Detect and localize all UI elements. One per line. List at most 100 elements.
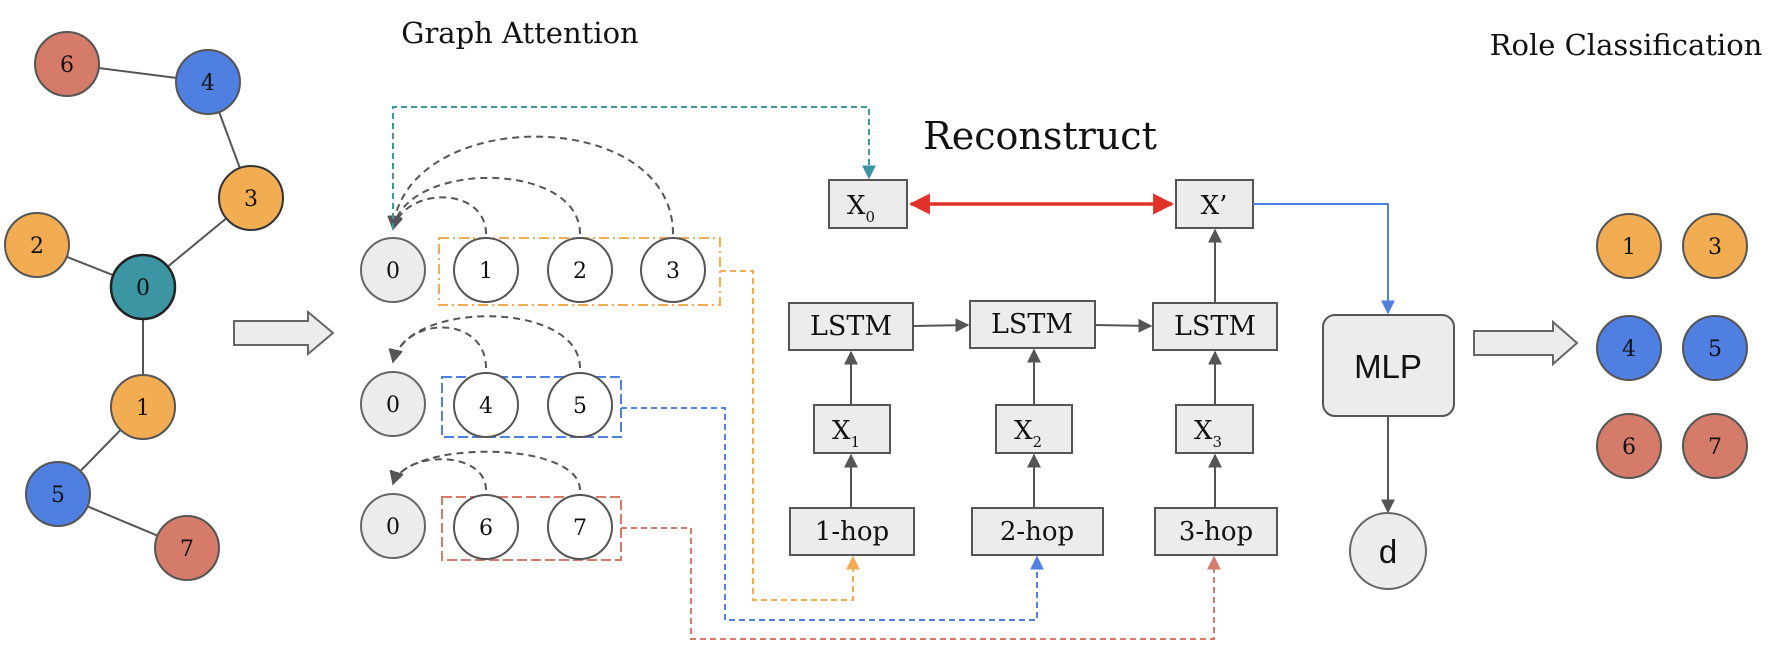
hop1-label: 1-hop	[815, 517, 889, 547]
input-node-2-label: 2	[30, 234, 44, 259]
role-node-6: 6	[1596, 413, 1662, 479]
attention-row-2: 0 4 5	[360, 315, 622, 438]
mlp-label: MLP	[1354, 348, 1422, 385]
input-node-3: 3	[218, 165, 284, 231]
input-node-5-label: 5	[51, 483, 65, 508]
role-node-3-label: 3	[1708, 235, 1722, 260]
input-node-1-label: 1	[136, 396, 150, 421]
attention-center-node: 0	[360, 371, 426, 437]
block-arrow-to-attention	[233, 309, 335, 357]
lstm-label: LSTM	[991, 309, 1073, 340]
attention-neighbor-label: 6	[479, 516, 493, 541]
attention-neighbor-node: 5	[547, 372, 613, 438]
role-node-7: 7	[1682, 413, 1748, 479]
hop2-box: 2-hop	[971, 507, 1104, 556]
orange-hop1-connector	[720, 270, 860, 601]
x2-sub: 2	[1032, 433, 1042, 451]
attention-arc-6-to-0	[390, 458, 487, 491]
lstm1-to-lstm2-arrow	[912, 318, 970, 333]
input-node-0-label: 0	[136, 276, 150, 301]
lstm-cell-3: LSTM	[1152, 302, 1278, 351]
role-node-7-label: 7	[1708, 435, 1722, 460]
attention-row-1: 0 1 2 3	[360, 135, 721, 306]
input-node-2: 2	[4, 212, 70, 278]
input-node-7: 7	[154, 515, 220, 581]
graph-attention-title: Graph Attention	[401, 16, 638, 50]
attention-neighbor-label: 7	[573, 516, 587, 541]
input-node-3-label: 3	[244, 187, 258, 212]
attention-neighbor-label: 2	[573, 259, 587, 284]
attention-neighbor-node: 6	[453, 494, 519, 560]
role-grid: 1 3 4 5 6 7	[1596, 213, 1748, 479]
role-node-5-label: 5	[1708, 337, 1722, 362]
role-node-3: 3	[1682, 213, 1748, 279]
x2-label: X2	[1014, 416, 1042, 451]
role-node-6-label: 6	[1622, 435, 1636, 460]
x0-box: X0	[828, 179, 908, 229]
d-output-label: d	[1379, 533, 1397, 570]
x0-main: X	[847, 191, 866, 221]
x3-sub: 3	[1212, 433, 1222, 451]
d-output-node: d	[1349, 512, 1427, 590]
attention-neighbor-label: 1	[479, 259, 493, 284]
attention-neighbor-node: 3	[640, 237, 706, 303]
x2-main: X	[1014, 416, 1033, 446]
block-arrow-to-roles	[1473, 319, 1579, 367]
hop3-label: 3-hop	[1179, 517, 1253, 547]
attention-center-node: 0	[360, 237, 426, 303]
attention-group-box-blue	[441, 376, 622, 438]
x3-main: X	[1194, 416, 1213, 446]
attention-center-label: 0	[386, 515, 400, 540]
role-node-4-label: 4	[1622, 337, 1636, 362]
attention-arc-7-to-0	[389, 450, 581, 491]
input-node-0: 0	[109, 253, 177, 321]
attention-arc-3-to-0	[387, 135, 674, 235]
attention-neighbor-label: 3	[666, 259, 680, 284]
x0-sub: 0	[865, 208, 875, 226]
attention-center-node: 0	[360, 493, 426, 559]
lstm2-to-lstm3-arrow	[1094, 318, 1153, 333]
hop3-box: 3-hop	[1154, 507, 1278, 556]
xprime-box: X’	[1175, 179, 1254, 229]
xprime-to-mlp-connector	[1253, 203, 1395, 315]
blue-hop2-connector	[621, 407, 1044, 621]
x3-label: X3	[1194, 416, 1222, 451]
attention-row-3: 0 6 7	[360, 450, 622, 561]
mlp-box: MLP	[1322, 314, 1455, 417]
attention-arc-2-to-0	[388, 176, 581, 235]
lstm-cell-1: LSTM	[788, 302, 914, 351]
reconstruct-title: Reconstruct	[923, 114, 1157, 158]
attention-arc-4-to-0	[389, 326, 487, 369]
attention-center-label: 0	[386, 259, 400, 284]
role-node-1: 1	[1596, 213, 1662, 279]
x1-box: X1	[813, 404, 891, 454]
role-node-4: 4	[1596, 315, 1662, 381]
role-classification-title: Role Classification	[1490, 28, 1763, 62]
attention-neighbor-node: 1	[453, 237, 519, 303]
x1-sub: 1	[850, 433, 860, 451]
red-hop3-connector	[621, 527, 1221, 640]
input-node-7-label: 7	[180, 537, 194, 562]
role-node-1-label: 1	[1622, 235, 1636, 260]
lstm-label: LSTM	[810, 311, 892, 342]
input-node-4-label: 4	[201, 71, 215, 96]
input-node-1: 1	[110, 374, 176, 440]
lstm-cell-2: LSTM	[969, 300, 1096, 349]
input-node-4: 4	[175, 49, 241, 115]
x1-main: X	[832, 416, 851, 446]
lstm-label: LSTM	[1174, 311, 1256, 342]
attention-neighbor-node: 7	[547, 494, 613, 560]
x0-link-connector	[392, 106, 876, 229]
attention-arc-5-to-0	[388, 315, 581, 369]
attention-neighbor-label: 4	[479, 394, 493, 419]
hop1-box: 1-hop	[789, 507, 915, 556]
xprime-label: X’	[1201, 191, 1228, 221]
attention-neighbor-node: 2	[547, 237, 613, 303]
attention-neighbor-label: 5	[573, 394, 587, 419]
input-node-6-label: 6	[60, 53, 74, 78]
attention-center-label: 0	[386, 393, 400, 418]
hop2-label: 2-hop	[1000, 517, 1074, 547]
role-node-5: 5	[1682, 315, 1748, 381]
x0-label: X0	[847, 191, 875, 226]
